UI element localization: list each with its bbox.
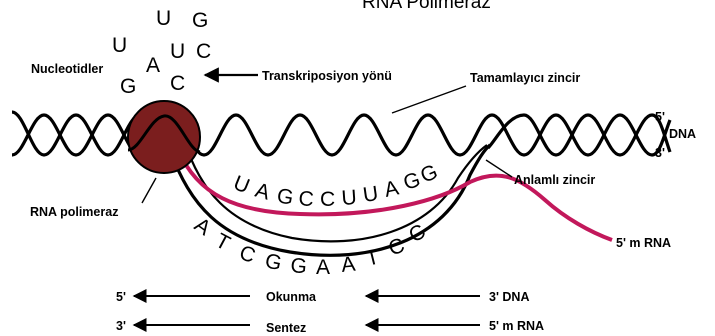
synthesis-right-end: 5' m RNA [489,319,544,333]
transcription-direction-label: Transkriposiyon yönü [262,69,392,83]
sense-strand-label: Anlamlı zincir [514,173,595,187]
rna-polymerase-pointer [142,178,156,203]
synthesis-left-end: 3' [116,319,126,333]
rna-polymerase [128,101,200,173]
dna-label: DNA [669,127,696,141]
mrna-base: A [253,179,273,205]
free-nucleotide: C [170,72,185,95]
template-base: C [236,241,258,268]
free-nucleotide: U [112,34,127,57]
free-nucleotide: U [170,40,185,63]
template-base: G [290,254,308,278]
mrna-base: C [320,188,335,211]
free-nucleotide: C [196,40,211,63]
mrna-base: U [361,182,379,207]
mrna-end-label: 5' m RNA [616,236,671,250]
template-base: G [263,249,284,275]
complementary-strand-pointer [392,86,466,113]
diagram-title: RNA Polimeraz [362,0,491,13]
free-nucleotide: G [192,9,208,32]
mrna-base: U [230,171,253,198]
mrna-base: A [382,176,400,201]
rna-polymerase-label: RNA polimeraz [30,205,118,219]
nucleotides-label: Nucleotidler [31,62,103,76]
mrna-base: U [341,186,358,210]
complementary-strand-label: Tamamlayıcı zincir [470,71,580,85]
mrna-base: G [275,184,295,209]
read-left-end: 5' [116,290,126,304]
free-nucleotide: U [156,7,171,30]
read-label: Okunma [266,290,317,304]
dna-3prime-label: 3' [655,146,665,160]
mrna-base: C [298,187,315,211]
free-nucleotide: A [146,54,160,77]
synthesis-label: Sentez [266,321,306,335]
template-base: A [316,256,330,279]
dna-5prime-label: 5' [655,110,665,124]
template-base: C [385,234,408,261]
template-base: T [212,229,234,255]
free-nucleotide: G [120,75,136,98]
read-right-end: 3' DNA [489,290,529,304]
template-base: A [340,253,356,277]
